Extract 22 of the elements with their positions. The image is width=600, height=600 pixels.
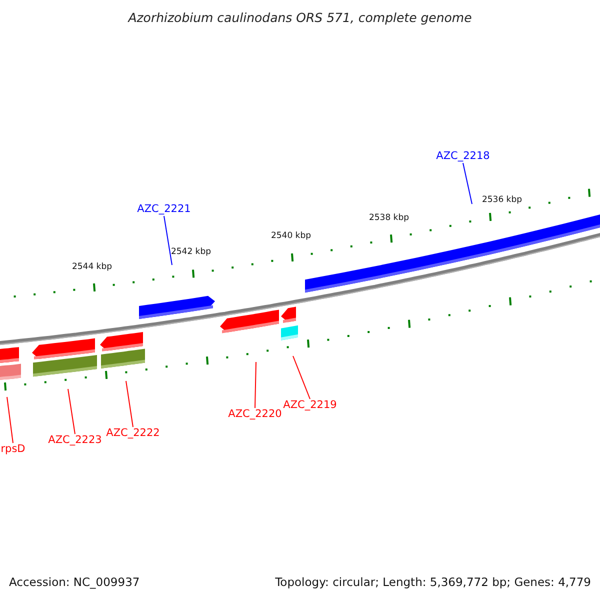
title: Azorhizobium caulinodans ORS 571, complete genome	[126, 9, 473, 27]
leader-line	[164, 216, 172, 266]
gene-label: AZC_2223	[48, 434, 102, 447]
scale-label: 2536 kbp	[482, 194, 522, 207]
gene-label: AZC_2219	[283, 399, 337, 412]
leader-line	[68, 388, 76, 434]
scale-label: 2538 kbp	[368, 212, 410, 225]
leader-line	[254, 362, 256, 408]
gene-label: AZC_2221	[137, 203, 191, 216]
leader-line	[292, 356, 310, 400]
leader-line	[6, 396, 14, 444]
scale-label: 2544 kbp	[72, 261, 112, 274]
scale-label: 2540 kbp	[270, 230, 312, 243]
scale-label: 2542 kbp	[170, 246, 212, 259]
footer-text: Accession: NC_009937	[9, 574, 140, 591]
gene-label: AZC_2220	[228, 408, 282, 421]
gene-label: AZC_2218	[436, 150, 490, 163]
gene-label: AZC_2222	[106, 427, 160, 440]
gene-label: rpsD	[0, 443, 26, 456]
footer-text: Topology: circular; Length: 5,369,772 bp; Genes: 4,779	[275, 574, 591, 591]
leader-line	[126, 380, 134, 428]
leader-line	[462, 162, 472, 204]
